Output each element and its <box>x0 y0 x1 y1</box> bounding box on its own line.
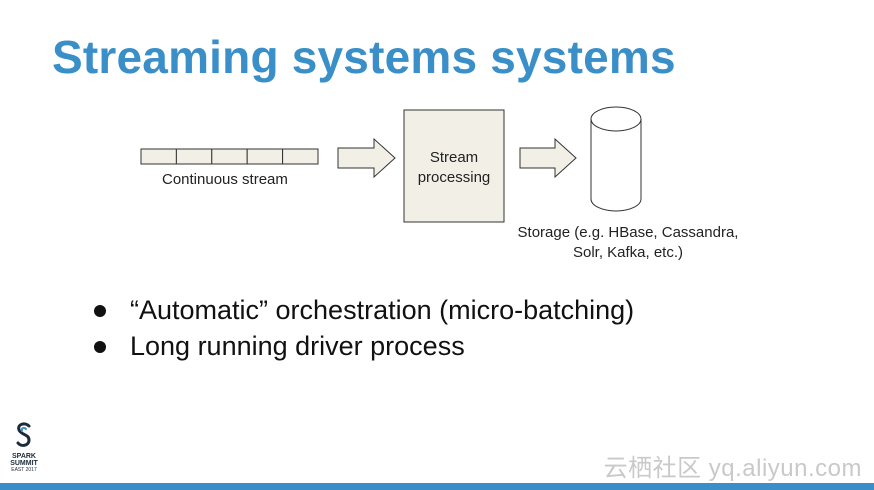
stream-segment <box>246 148 284 165</box>
arrow-to-storage <box>519 137 577 179</box>
storage-label: Storage (e.g. HBase, Cassandra, Solr, Ka… <box>517 224 739 261</box>
arrow-to-processing <box>337 137 396 179</box>
bullet-text: “Automatic” orchestration (micro-batchin… <box>130 295 635 325</box>
bullet-dot-icon <box>94 305 106 317</box>
spark-summit-logo: SPARK SUMMIT EAST 2017 <box>6 422 42 473</box>
stream-segment <box>175 148 213 165</box>
stream-processing-label: Stream processing <box>417 149 491 186</box>
spark-s-icon <box>16 422 31 447</box>
watermark-text: 云栖社区 yq.aliyun.com <box>603 455 862 482</box>
stream-segment <box>140 148 177 165</box>
bullet-text: Long running driver process <box>130 331 465 361</box>
storage-cylinder-icon <box>590 106 642 212</box>
bottom-accent-bar <box>0 483 874 490</box>
bullet-item: Long running driver process <box>90 328 634 364</box>
bullet-item: “Automatic” orchestration (micro-batchin… <box>90 292 634 328</box>
slide-title: Streaming systems systems <box>52 31 676 83</box>
stream-processing-box <box>403 109 505 223</box>
bullet-dot-icon <box>94 341 106 353</box>
logo-line-spark: SPARK <box>12 453 36 460</box>
continuous-stream-label: Continuous stream <box>162 171 288 188</box>
stream-segment <box>282 148 319 165</box>
logo-line-east: EAST 2017 <box>11 467 37 473</box>
stream-segment <box>211 148 248 165</box>
bullet-list: “Automatic” orchestration (micro-batchin… <box>90 292 634 364</box>
logo-line-summit: SUMMIT <box>10 460 38 467</box>
continuous-stream-bar <box>140 148 319 165</box>
